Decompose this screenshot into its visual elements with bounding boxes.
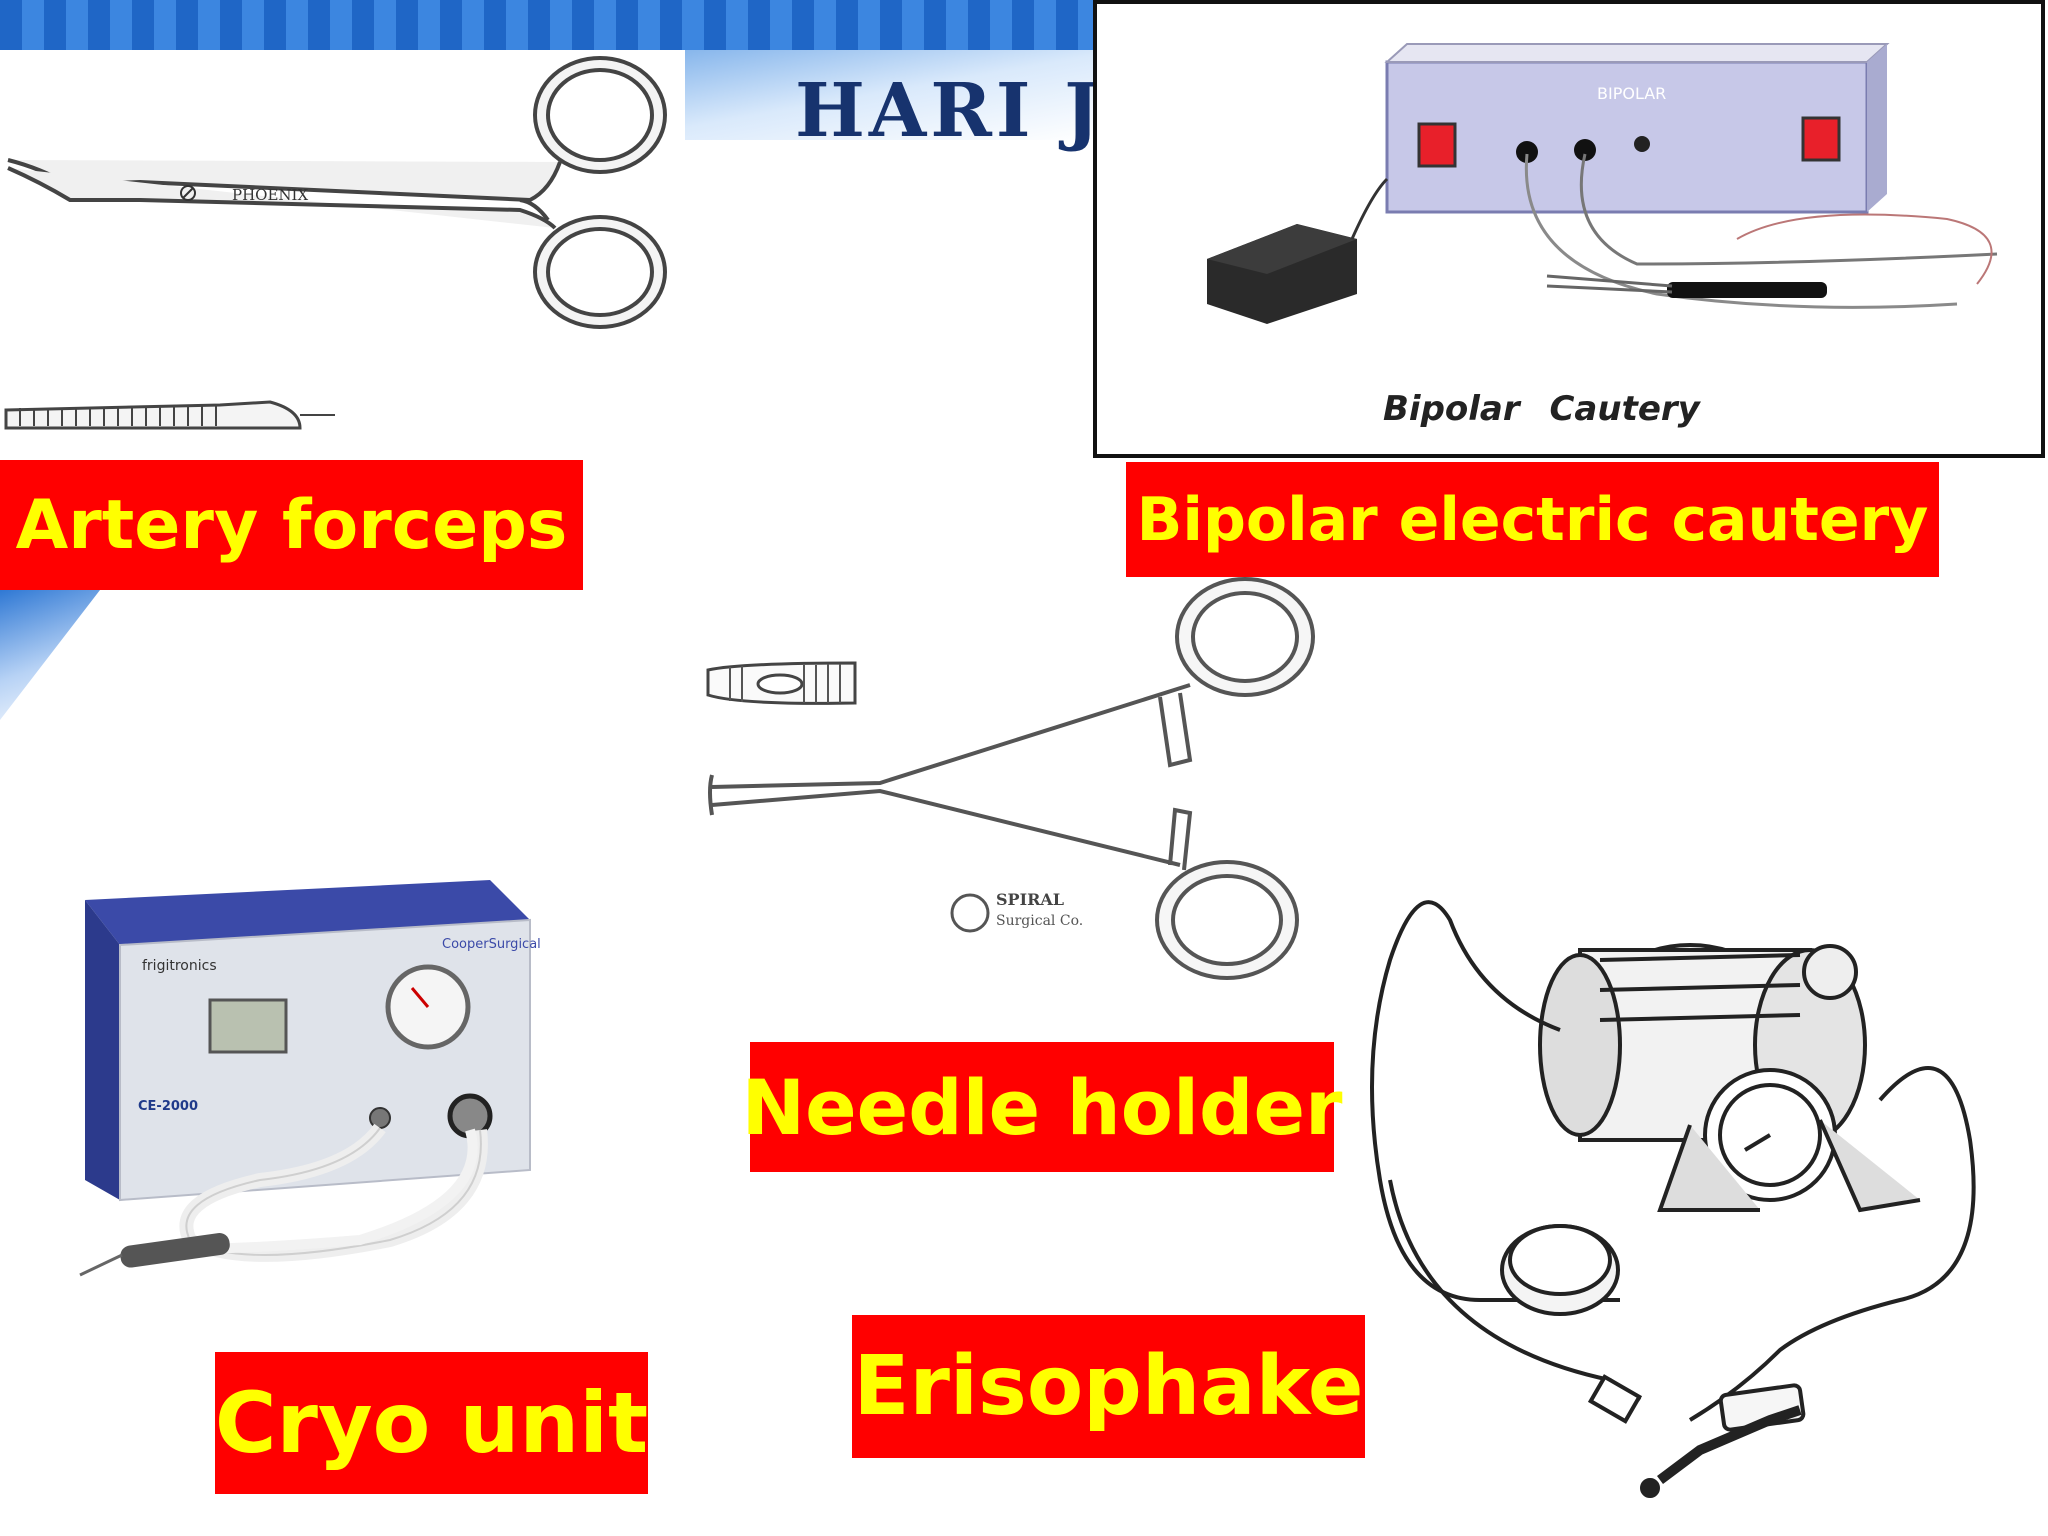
erisophake-icon — [1370, 900, 1976, 1498]
artery-forceps-icon: PHOENIX — [4, 56, 667, 430]
artery-forceps-label: Artery forceps — [0, 460, 583, 590]
bipolar-cautery-unit-icon: BIPOLAR — [1207, 43, 1998, 324]
header-band — [0, 0, 1095, 50]
cryo-unit-label: Cryo unit — [215, 1352, 648, 1494]
cryo-brand-right: CooperSurgical — [442, 937, 541, 952]
header-white-area — [685, 140, 1095, 460]
bipolar-photo-frame: BIPOLAR Bipolar Cautery — [1093, 0, 2045, 458]
needle-holder-label: Needle holder — [742, 1042, 1342, 1172]
brand-title: HARI JY — [795, 68, 1095, 154]
bipolar-photo-caption: Bipolar Cautery — [1383, 389, 1700, 429]
spiral-brand-subtext: Surgical Co. — [996, 913, 1083, 929]
erisophake-label: Erisophake — [852, 1315, 1365, 1458]
bipolar-cautery-label: Bipolar electric cautery — [1126, 462, 1939, 577]
cryo-unit-icon: frigitronics CooperSurgical CE-2000 — [79, 880, 541, 1277]
needle-holder-icon: SPIRAL Surgical Co. — [706, 577, 1315, 980]
decorative-swoosh — [0, 590, 100, 720]
cryo-model-text: CE-2000 — [138, 1099, 198, 1114]
forceps-brand-text: PHOENIX — [232, 186, 308, 204]
svg-text:BIPOLAR: BIPOLAR — [1597, 84, 1666, 103]
spiral-brand-text: SPIRAL — [996, 890, 1064, 909]
cryo-brand-left: frigitronics — [142, 958, 217, 974]
spiral-logo: SPIRAL Surgical Co. — [950, 890, 1083, 933]
